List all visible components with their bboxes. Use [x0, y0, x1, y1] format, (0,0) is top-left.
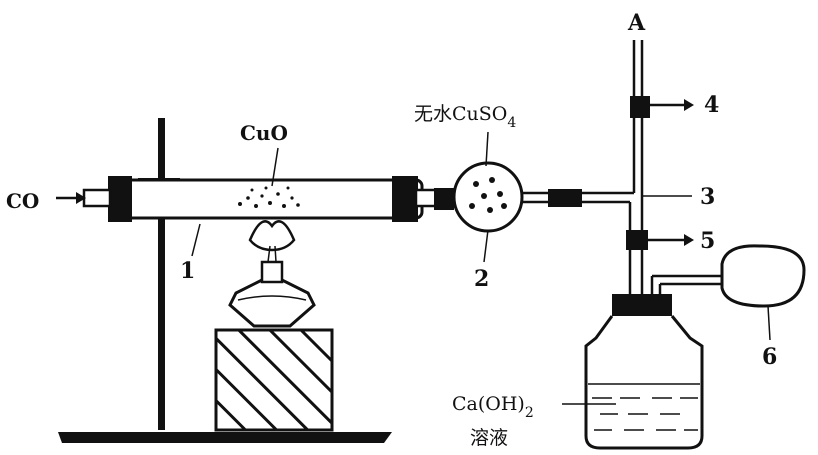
part-number-2: 2 [474, 266, 489, 292]
cuo-powder [238, 186, 300, 208]
clamp-5[interactable] [626, 230, 694, 250]
clamp-4[interactable] [630, 96, 694, 118]
part-number-3: 3 [700, 184, 715, 210]
alcohol-lamp [228, 220, 316, 328]
lamp-base-block [214, 328, 334, 432]
co-label: CO [6, 189, 39, 213]
limewater-label-line2: 溶液 [470, 427, 508, 449]
part-number-6: 6 [762, 344, 777, 370]
connecting-tube [522, 189, 634, 207]
point-a-label: A [627, 10, 646, 36]
part-number-1: 1 [180, 258, 195, 284]
part-number-4: 4 [704, 92, 719, 118]
gas-balloon [720, 244, 806, 308]
co-inlet-arrow [56, 192, 86, 204]
reaction-tube [82, 176, 438, 222]
side-tube [650, 274, 724, 300]
limewater-label: Ca(OH)2 [452, 393, 534, 421]
limewater-bottle [584, 294, 704, 450]
leader-lines [191, 131, 771, 405]
part-number-5: 5 [700, 228, 715, 254]
cuo-label: CuO [240, 121, 288, 145]
cuso4-label: 无水CuSO4 [414, 103, 516, 131]
drying-bulb [434, 161, 524, 233]
